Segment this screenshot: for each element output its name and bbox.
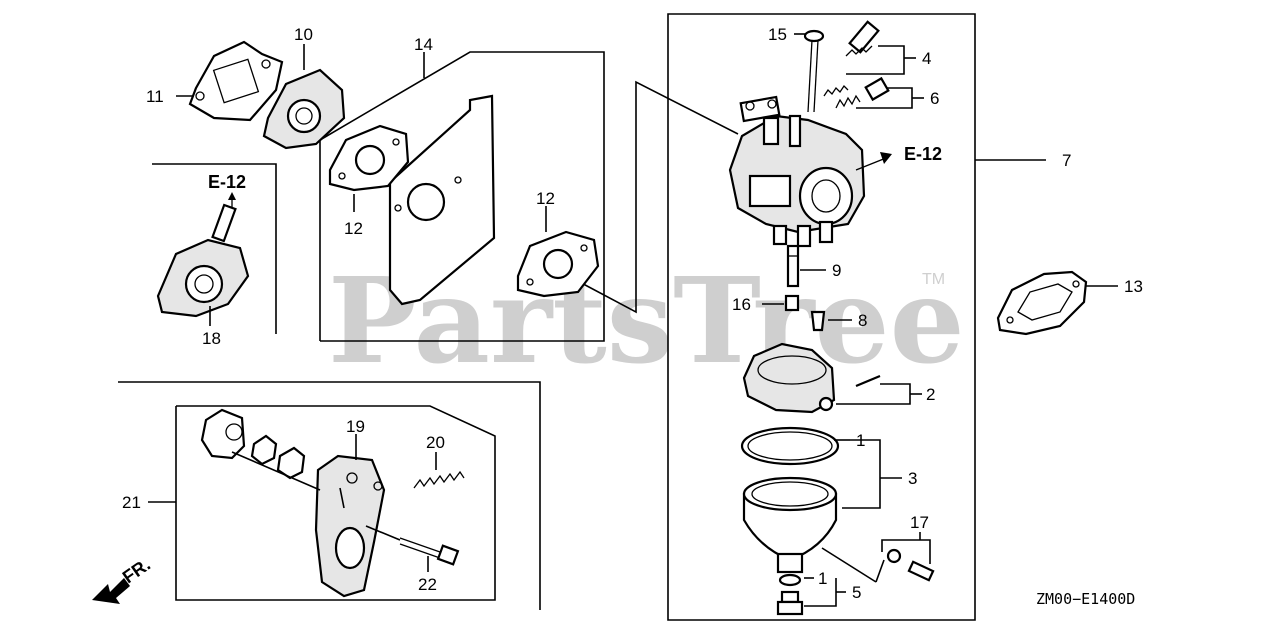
callout-2: 2 — [926, 385, 935, 404]
e12-left-bracket — [152, 163, 277, 334]
ref-e12-left: E-12 — [208, 172, 246, 192]
callout-6: 6 — [930, 89, 939, 108]
main-jet-16 — [784, 294, 800, 312]
drain-bolt-5 — [776, 590, 804, 616]
bolt-22 — [399, 537, 460, 566]
governor-spring-20 — [413, 470, 465, 489]
carburetor-body — [728, 95, 866, 248]
governor-bushing-set — [200, 408, 306, 480]
callout-10: 10 — [294, 25, 313, 44]
governor-lever-19 — [314, 454, 386, 598]
callout-15: 15 — [768, 25, 787, 44]
o-ring-1-upper — [740, 426, 840, 466]
callout-16: 16 — [732, 295, 751, 314]
gasket-12-left — [328, 124, 410, 192]
part-18 — [156, 203, 250, 318]
washer-1-lower — [778, 573, 802, 587]
screw-15 — [803, 29, 825, 113]
callout-19: 19 — [346, 417, 365, 436]
insulator-10 — [262, 68, 346, 150]
callout-8: 8 — [858, 311, 867, 330]
main-nozzle-9 — [786, 244, 800, 288]
callout-20: 20 — [426, 433, 445, 452]
callout-9: 9 — [832, 261, 841, 280]
governor-inner-frame — [175, 405, 496, 601]
callout-7: 7 — [1062, 151, 1071, 170]
callout-11: 11 — [146, 87, 164, 106]
float-pin-2 — [855, 374, 881, 388]
callout-17: 17 — [910, 513, 929, 532]
callout-3: 3 — [908, 469, 917, 488]
float-2 — [742, 342, 836, 414]
callout-14: 14 — [414, 35, 433, 54]
callout-21: 21 — [122, 493, 141, 512]
callout-12-right: 12 — [536, 189, 555, 208]
front-arrow-icon — [92, 578, 130, 604]
float-chamber-3 — [742, 476, 838, 574]
gasket-11 — [188, 40, 284, 122]
link-line-12 — [571, 80, 739, 314]
drain-screw-17 — [886, 548, 935, 582]
diagram-code: ZM00−E1400D — [1036, 590, 1135, 608]
ref-e12-right: E-12 — [904, 144, 942, 164]
pilot-screw-4 — [823, 20, 880, 97]
gasket-13 — [996, 270, 1088, 336]
panel-14-frame — [319, 51, 605, 342]
callout-13: 13 — [1124, 277, 1143, 296]
governor-outer-frame — [118, 381, 541, 610]
stop-screw-6 — [835, 76, 890, 109]
callout-22: 22 — [418, 575, 437, 594]
carburetor-frame — [667, 13, 976, 621]
callout-1-lower: 1 — [818, 569, 827, 588]
callout-18: 18 — [202, 329, 221, 348]
heat-shield-14 — [388, 94, 496, 306]
float-valve-8 — [810, 310, 826, 332]
watermark-trademark: TM — [922, 271, 945, 288]
callout-5: 5 — [852, 583, 861, 602]
gasket-12-right — [516, 230, 600, 298]
callout-12-left: 12 — [344, 219, 363, 238]
callout-4: 4 — [922, 49, 931, 68]
